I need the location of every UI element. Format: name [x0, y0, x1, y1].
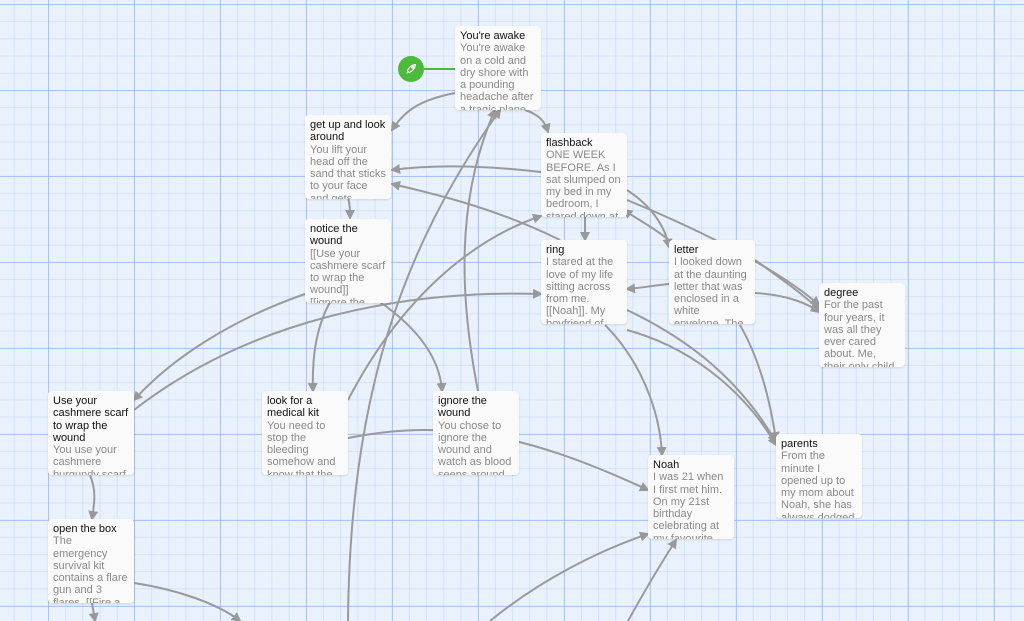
- start-connector: [424, 68, 455, 70]
- passage-excerpt: I was 21 when I first met him. On my 21s…: [653, 471, 724, 539]
- link: [626, 329, 778, 447]
- passage-title: degree: [824, 287, 859, 299]
- link: [390, 164, 542, 174]
- passage-card-scarf[interactable]: Use your cashmere scarf to wrap the woun…: [48, 391, 134, 475]
- passage-title: parents: [781, 438, 818, 450]
- link: [754, 292, 821, 314]
- link: [390, 92, 456, 132]
- passage-title: open the box: [53, 523, 117, 535]
- link: [626, 309, 778, 444]
- passage-title: Use your cashmere scarf to wrap the woun…: [53, 395, 129, 444]
- passage-title: You're awake: [460, 30, 526, 42]
- passage-title: ignore the wound: [438, 395, 487, 420]
- passage-excerpt: I looked down at the daunting letter tha…: [674, 256, 747, 324]
- passage-card-notice[interactable]: notice the wound[[Use your cashmere scar…: [305, 219, 391, 303]
- passage-excerpt: The emergency survival kit contains a fl…: [53, 535, 128, 603]
- passage-excerpt: [[Use your cashmere scarf to wrap the wo…: [310, 247, 386, 303]
- link: [88, 602, 99, 621]
- link: [524, 109, 551, 134]
- passage-excerpt: From the minute I opened up to my mom ab…: [781, 450, 855, 518]
- link: [390, 180, 561, 241]
- link: [133, 582, 242, 621]
- passage-excerpt: For the past four years, it was all they…: [824, 299, 895, 367]
- passage-excerpt: You use your cashmere burgundy scarf: [53, 444, 126, 475]
- link: [604, 324, 667, 457]
- passage-title: Noah: [653, 459, 680, 471]
- link: [739, 324, 780, 442]
- passage-title: look for a medical kit: [267, 395, 319, 420]
- passage-title: letter: [674, 244, 699, 256]
- passage-excerpt: I stared at the love of my life sitting …: [546, 256, 614, 324]
- link: [463, 108, 497, 392]
- link: [344, 196, 355, 220]
- passage-excerpt: You need to stop the bleeding somehow an…: [267, 419, 336, 475]
- link: [379, 301, 447, 393]
- passage-title: notice the wound: [310, 223, 358, 248]
- passage-excerpt: You lift your head off the sand that sti…: [310, 143, 386, 199]
- link: [626, 189, 673, 249]
- link: [489, 531, 650, 621]
- link: [754, 259, 821, 312]
- passage-excerpt: You're awake on a cold and dry shore wit…: [460, 42, 534, 110]
- passage-title: ring: [546, 244, 565, 256]
- passage-title: get up and look around: [310, 119, 386, 144]
- rocket-icon: [406, 64, 416, 74]
- start-passage-marker[interactable]: [398, 56, 424, 82]
- passage-title: flashback: [546, 137, 593, 149]
- link: [88, 474, 99, 521]
- link: [627, 538, 678, 621]
- link: [625, 283, 670, 294]
- link: [622, 208, 670, 241]
- passage-excerpt: ONE WEEK BEFORE. As I sat slumped on my …: [546, 149, 621, 217]
- link: [307, 301, 331, 393]
- link: [132, 293, 306, 402]
- passage-excerpt: You chose to ignore the wound and watch …: [438, 419, 512, 475]
